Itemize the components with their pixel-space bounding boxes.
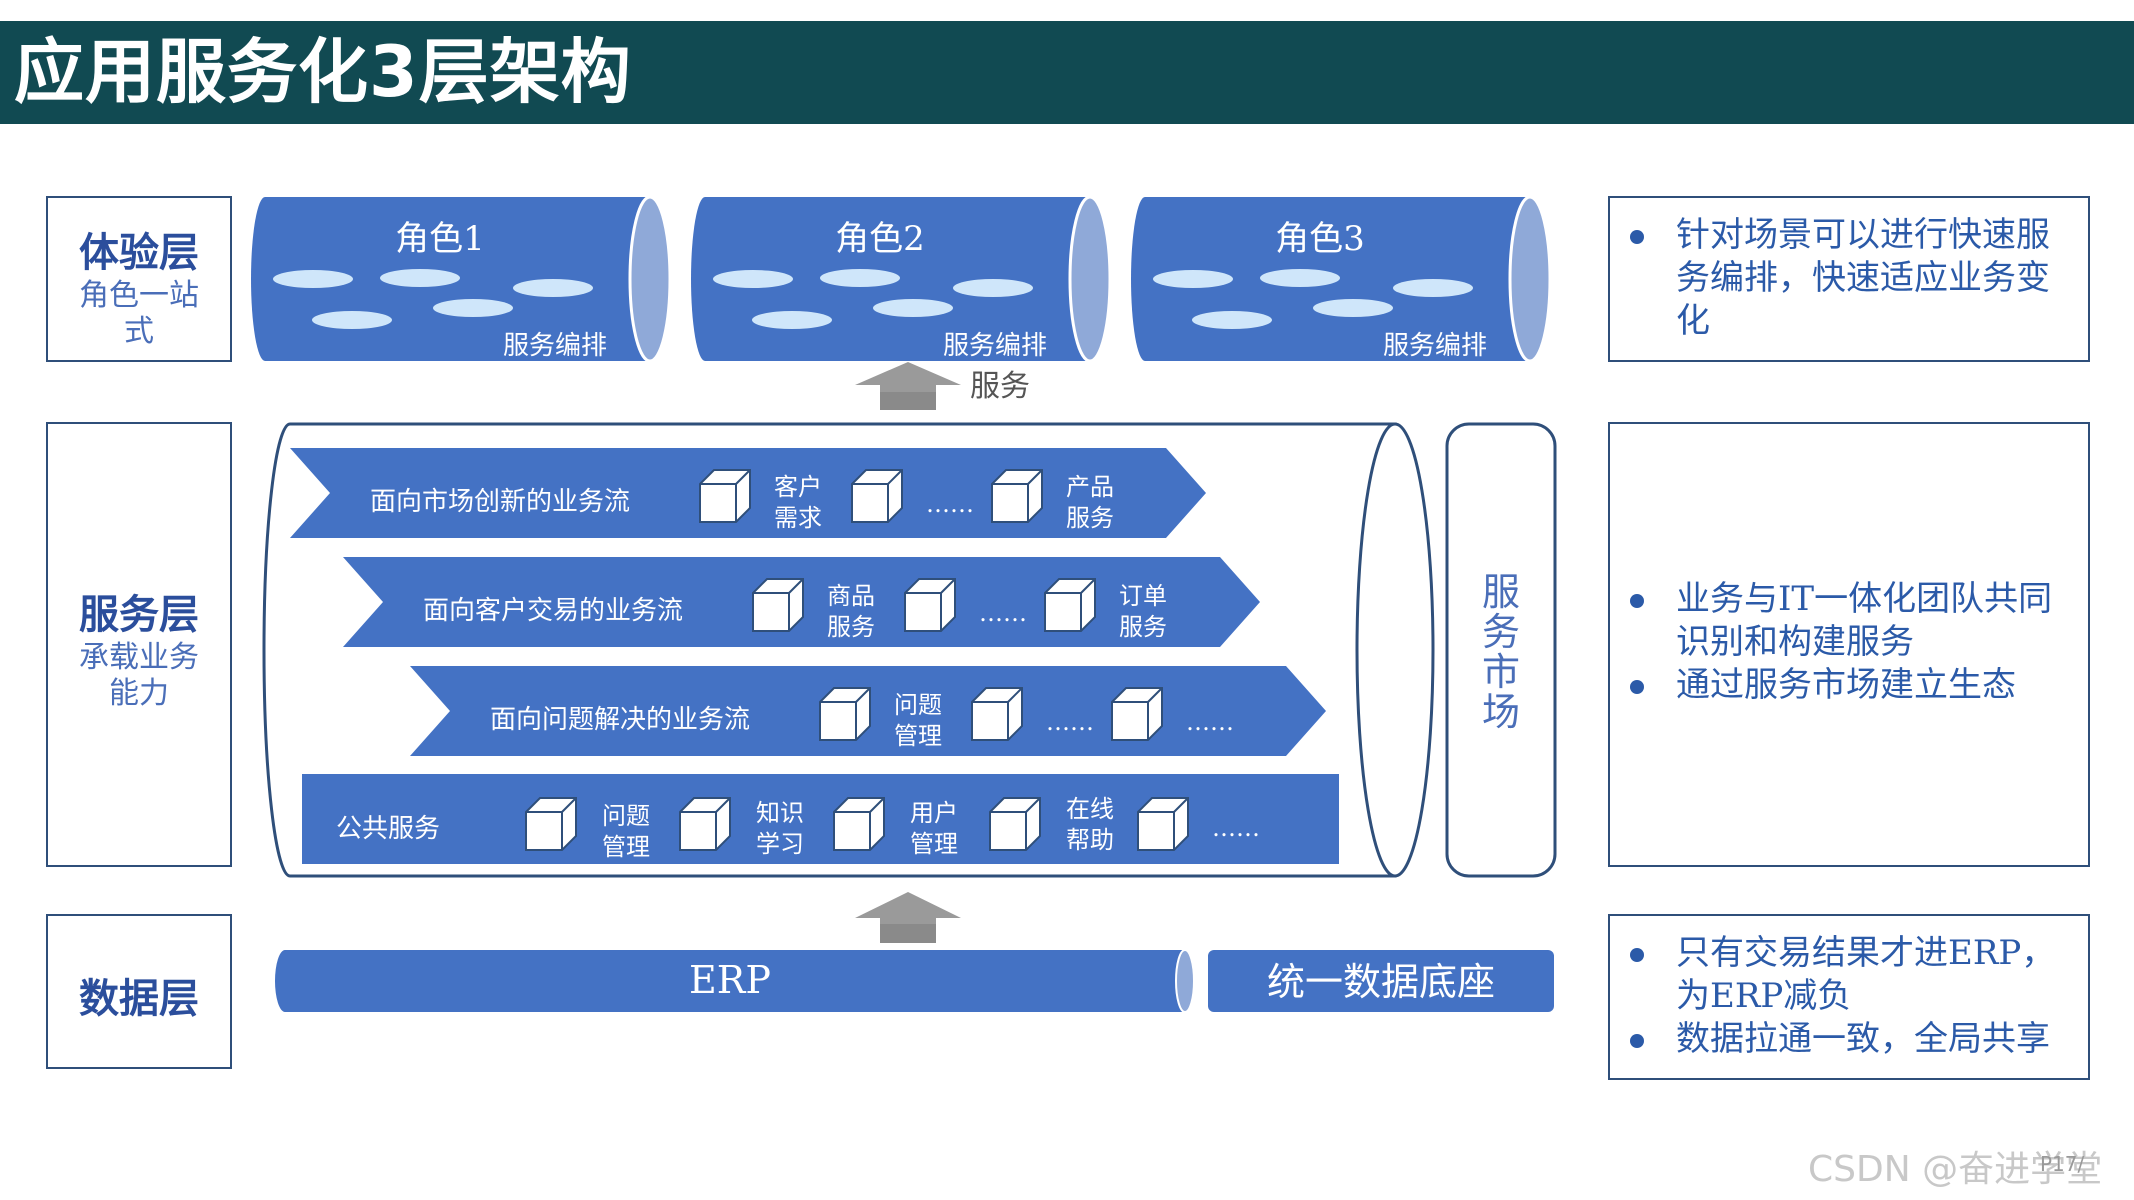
business-flow-1: 面向市场创新的业务流 客户 需求 …… 产品 服务 xyxy=(290,448,1206,538)
erp-label: ERP xyxy=(689,958,771,1002)
role-2-label: 角色2 xyxy=(835,219,925,259)
data-bullet-2: 数据拉通一致，全局共享 xyxy=(1610,1018,2088,1061)
flow-2-ellipsis: …… xyxy=(979,599,1027,627)
data-up-arrow xyxy=(855,892,961,943)
service-market-char-4: 场 xyxy=(1482,690,1520,734)
flow-2-label: 面向客户交易的业务流 xyxy=(423,596,683,626)
flow-2-item-1: 商品 xyxy=(827,582,875,610)
svg-text:帮助: 帮助 xyxy=(1066,826,1114,854)
role-3-caption: 服务编排 xyxy=(1383,331,1487,361)
public-services-bar: 公共服务 问题 管理 知识 学习 用户 管理 在线 帮助 …… xyxy=(302,774,1339,864)
watermark: CSDN @奋进学堂 xyxy=(1808,1149,2103,1190)
public-cube-5 xyxy=(1137,797,1189,851)
flow-1-label: 面向市场创新的业务流 xyxy=(370,487,630,517)
data-layer-name: 数据层 xyxy=(79,976,199,1022)
role-1-caption: 服务编排 xyxy=(503,331,607,361)
public-item-4: 在线 xyxy=(1066,795,1114,823)
role-cylinder-2: 角色2 服务编排 xyxy=(691,195,1112,363)
role-cylinder-1: 角色1 服务编排 xyxy=(251,195,672,363)
experience-layer-sub-1: 角色一站 xyxy=(79,278,199,313)
flow-1-ellipsis: …… xyxy=(926,490,974,518)
public-item-5: …… xyxy=(1212,814,1260,842)
page-title: 应用服务化3层架构 xyxy=(14,31,632,113)
flow-2-cube-1 xyxy=(752,578,804,632)
data-bullet-1: 只有交易结果才进ERP，为ERP减负 xyxy=(1610,932,2088,1018)
flow-3-item-1: 问题 xyxy=(894,691,942,719)
service-layer-sub-2: 能力 xyxy=(109,676,169,711)
page-number: P17/ xyxy=(2040,1152,2085,1176)
flow-1-item-2: 产品 xyxy=(1066,473,1114,501)
svg-text:学习: 学习 xyxy=(756,830,804,858)
flow-3-ellipsis-2: …… xyxy=(1186,708,1234,736)
service-up-arrow xyxy=(855,362,961,410)
service-layer-label: 服务层 承载业务 能力 xyxy=(46,422,232,867)
svg-text:服务: 服务 xyxy=(1119,613,1167,641)
experience-layer-label: 体验层 角色一站 式 xyxy=(46,196,232,362)
public-services-label: 公共服务 xyxy=(336,814,440,844)
service-arrow-label: 服务 xyxy=(970,369,1030,404)
public-cube-1 xyxy=(525,797,577,851)
svg-text:管理: 管理 xyxy=(894,722,942,750)
role-2-caption: 服务编排 xyxy=(943,331,1047,361)
experience-description: 针对场景可以进行快速服务编排，快速适应业务变化 xyxy=(1608,196,2090,362)
business-flow-2: 面向客户交易的业务流 商品 服务 …… 订单 服务 xyxy=(343,557,1260,647)
experience-layer-name: 体验层 xyxy=(79,230,199,276)
flow-1-cube-2 xyxy=(851,469,903,523)
public-item-2: 知识 xyxy=(756,799,804,827)
svg-text:管理: 管理 xyxy=(910,830,958,858)
svg-text:服务: 服务 xyxy=(1066,504,1114,532)
public-cube-4 xyxy=(989,797,1041,851)
public-cube-3 xyxy=(833,797,885,851)
svg-text:管理: 管理 xyxy=(602,833,650,861)
business-flow-3: 面向问题解决的业务流 问题 管理 …… …… xyxy=(410,666,1326,756)
service-bullet-1: 业务与IT一体化团队共同识别和构建服务 xyxy=(1610,578,2088,664)
unified-data-base-label: 统一数据底座 xyxy=(1267,960,1495,1004)
service-bullet-2: 通过服务市场建立生态 xyxy=(1610,664,2088,707)
public-cube-2 xyxy=(679,797,731,851)
flow-1-cube-1 xyxy=(699,469,751,523)
service-market-char-1: 服 xyxy=(1482,570,1520,614)
service-layer-name: 服务层 xyxy=(79,592,199,638)
role-cylinder-3: 角色3 服务编排 xyxy=(1131,195,1552,363)
unified-data-base: 统一数据底座 xyxy=(1208,950,1554,1012)
service-market-char-2: 务 xyxy=(1482,610,1520,654)
service-market-box: 服 务 市 场 xyxy=(1445,422,1557,878)
flow-3-cube-1 xyxy=(819,687,871,741)
flow-3-ellipsis: …… xyxy=(1046,708,1094,736)
role-3-label: 角色3 xyxy=(1275,219,1365,259)
title-bar: 应用服务化3层架构 xyxy=(0,21,2134,124)
svg-text:需求: 需求 xyxy=(774,504,822,532)
experience-bullet-1: 针对场景可以进行快速服务编排，快速适应业务变化 xyxy=(1610,214,2088,343)
public-item-1: 问题 xyxy=(602,802,650,830)
flow-1-item-1: 客户 xyxy=(774,473,822,501)
erp-cylinder: ERP xyxy=(275,949,1195,1013)
flow-2-cube-3 xyxy=(1044,578,1096,632)
flow-2-cube-2 xyxy=(904,578,956,632)
svg-text:服务: 服务 xyxy=(827,613,875,641)
experience-layer-sub-2: 式 xyxy=(124,314,154,349)
flow-1-cube-3 xyxy=(991,469,1043,523)
flow-3-cube-3 xyxy=(1111,687,1163,741)
service-description: 业务与IT一体化团队共同识别和构建服务 通过服务市场建立生态 xyxy=(1608,422,2090,867)
data-description: 只有交易结果才进ERP，为ERP减负 数据拉通一致，全局共享 xyxy=(1608,914,2090,1080)
role-1-label: 角色1 xyxy=(395,219,485,259)
public-item-3: 用户 xyxy=(910,799,958,827)
flow-2-item-2: 订单 xyxy=(1119,582,1167,610)
flow-3-label: 面向问题解决的业务流 xyxy=(490,705,750,735)
service-market-char-3: 市 xyxy=(1482,650,1520,694)
service-layer-sub-1: 承载业务 xyxy=(79,640,199,675)
flow-3-cube-2 xyxy=(971,687,1023,741)
data-layer-label: 数据层 xyxy=(46,914,232,1069)
